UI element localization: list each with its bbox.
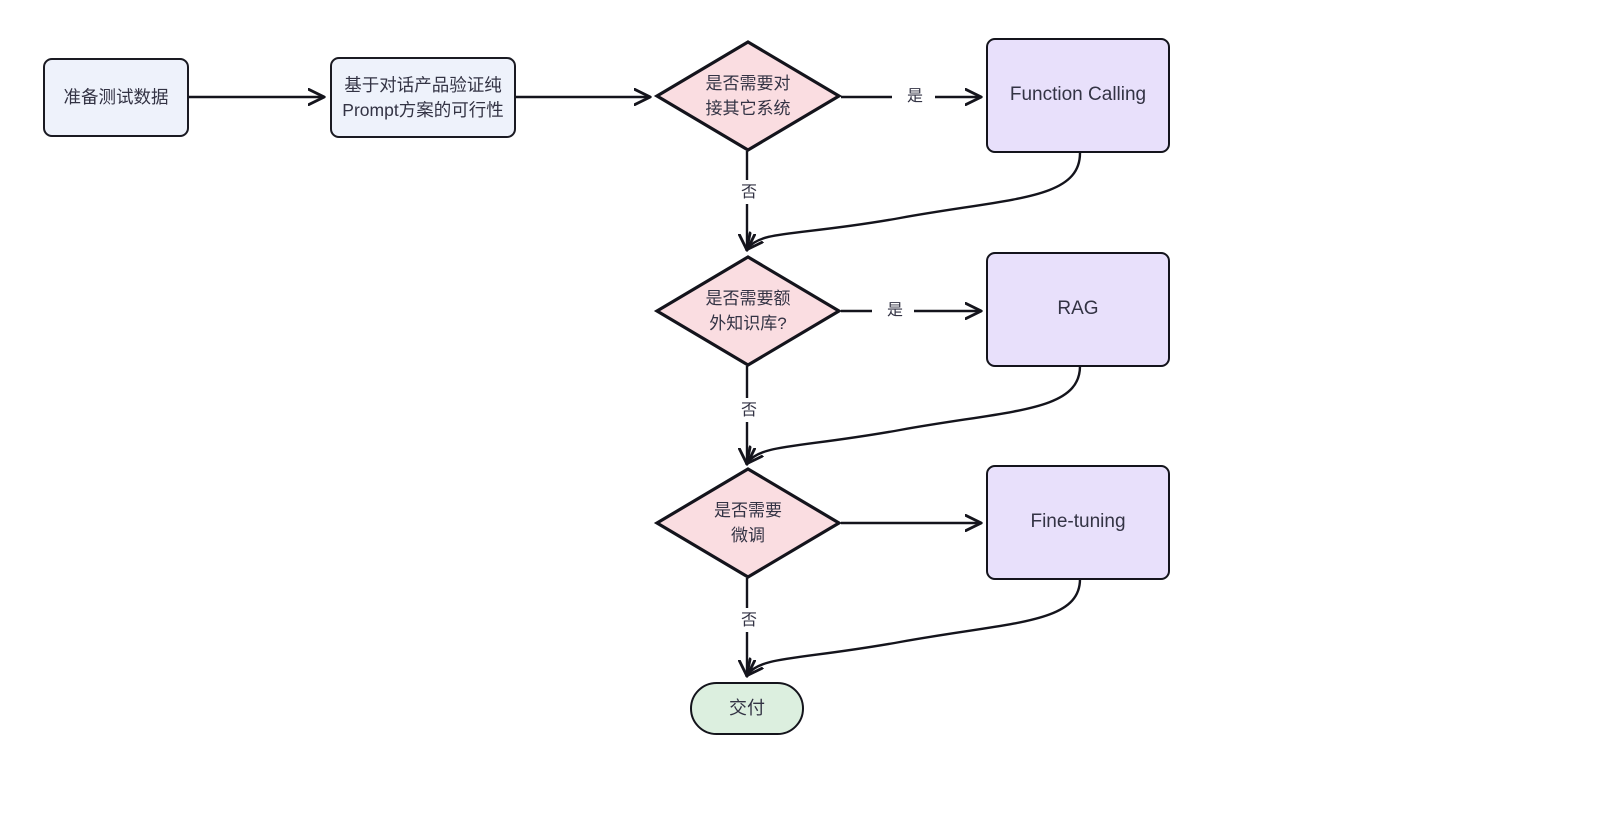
edge-label-yes-1: 是	[903, 86, 928, 108]
node-decision-finetune[interactable]: 是否需要 微调	[653, 467, 843, 579]
node-deliver-label: 交付	[729, 697, 765, 718]
node-decision-integration[interactable]: 是否需要对 接其它系统	[653, 40, 843, 152]
edge-label-yes-2: 是	[883, 300, 908, 322]
node-deliver[interactable]: 交付	[690, 682, 804, 735]
decision-knowledge-shape	[653, 255, 843, 367]
node-rag[interactable]: RAG	[986, 252, 1170, 367]
edge-label-no-1: 否	[737, 182, 762, 204]
decision-finetune-shape	[653, 467, 843, 579]
decision-integration-shape	[653, 40, 843, 152]
node-decision-knowledge[interactable]: 是否需要额 外知识库?	[653, 255, 843, 367]
node-fine-tuning-label: Fine-tuning	[1030, 511, 1126, 533]
node-prepare-data[interactable]: 准备测试数据	[43, 58, 189, 137]
edge-rag-to-decision3	[748, 365, 1082, 462]
node-validate-prompt[interactable]: 基于对话产品验证纯 Prompt方案的可行性	[330, 57, 516, 138]
node-rag-label: RAG	[1057, 298, 1099, 320]
node-fine-tuning[interactable]: Fine-tuning	[986, 465, 1170, 580]
node-function-calling[interactable]: Function Calling	[986, 38, 1170, 153]
edge-functioncalling-to-decision2	[748, 152, 1082, 248]
node-function-calling-label: Function Calling	[1009, 84, 1147, 106]
edge-label-no-3: 否	[737, 610, 762, 632]
node-validate-prompt-label: 基于对话产品验证纯 Prompt方案的可行性	[342, 74, 504, 120]
edge-label-no-2: 否	[737, 400, 762, 422]
node-prepare-data-label: 准备测试数据	[63, 87, 169, 108]
edge-finetuning-to-deliver	[748, 578, 1082, 674]
